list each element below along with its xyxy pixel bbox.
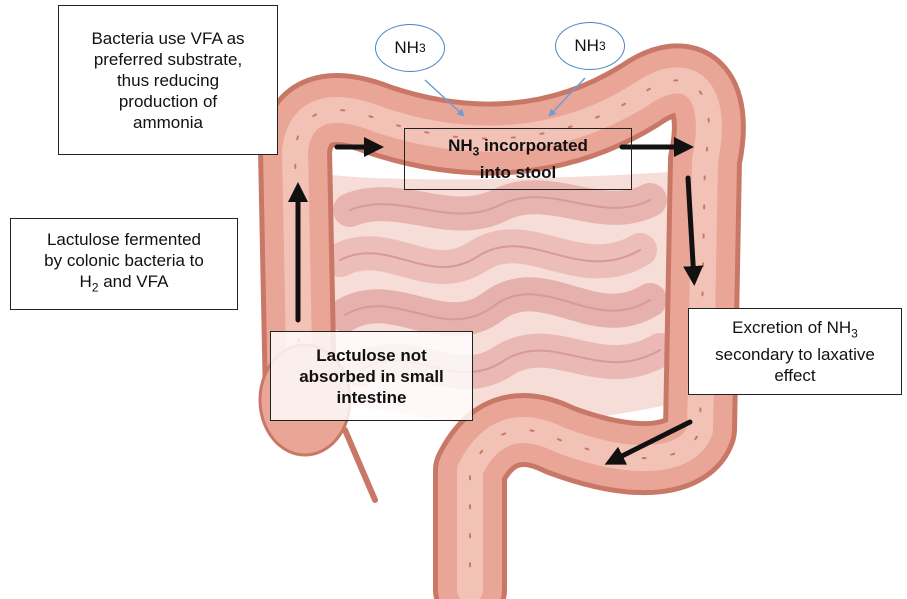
vfa-substrate-box: Bacteria use VFA as preferred substrate,…: [58, 5, 278, 155]
ferment-line-3-h: H: [80, 272, 92, 291]
excretion-line-2: secondary to laxative: [715, 344, 875, 365]
not-absorbed-line-1: Lactulose not: [299, 345, 444, 366]
stool-line-1-nh: NH: [448, 136, 473, 155]
excretion-line-1: Excretion of NH3: [715, 317, 875, 344]
vfa-line-2: preferred substrate,: [91, 49, 244, 70]
vfa-line-5: ammonia: [91, 112, 244, 133]
excretion-line-3: effect: [715, 365, 875, 386]
ferment-line-2: by colonic bacteria to: [44, 250, 204, 271]
stool-line-2: into stool: [448, 162, 588, 183]
vfa-line-1: Bacteria use VFA as: [91, 28, 244, 49]
nh3-stool-box: NH3 incorporated into stool: [404, 128, 632, 190]
not-absorbed-line-3: intestine: [299, 387, 444, 408]
stool-line-1: NH3 incorporated: [448, 135, 588, 162]
ferment-line-3-rest: and VFA: [99, 272, 169, 291]
lactulose-fermented-box: Lactulose fermented by colonic bacteria …: [10, 218, 238, 310]
excretion-box: Excretion of NH3 secondary to laxative e…: [688, 308, 902, 395]
ferment-line-3: H2 and VFA: [44, 271, 204, 298]
nh3-bubble-left-text: NH: [394, 38, 419, 58]
stool-line-1-rest: incorporated: [479, 136, 588, 155]
vfa-line-4: production of: [91, 91, 244, 112]
vfa-line-3: thus reducing: [91, 70, 244, 91]
excretion-line-1-sub: 3: [851, 326, 858, 340]
nh3-bubble-right-sub: 3: [599, 39, 606, 53]
ferment-line-3-sub: 2: [92, 281, 99, 295]
nh3-bubble-left-sub: 3: [419, 41, 426, 55]
ferment-line-1: Lactulose fermented: [44, 229, 204, 250]
not-absorbed-box: Lactulose not absorbed in small intestin…: [270, 331, 473, 421]
not-absorbed-line-2: absorbed in small: [299, 366, 444, 387]
nh3-bubble-right-text: NH: [574, 36, 599, 56]
excretion-line-1-text: Excretion of NH: [732, 318, 851, 337]
